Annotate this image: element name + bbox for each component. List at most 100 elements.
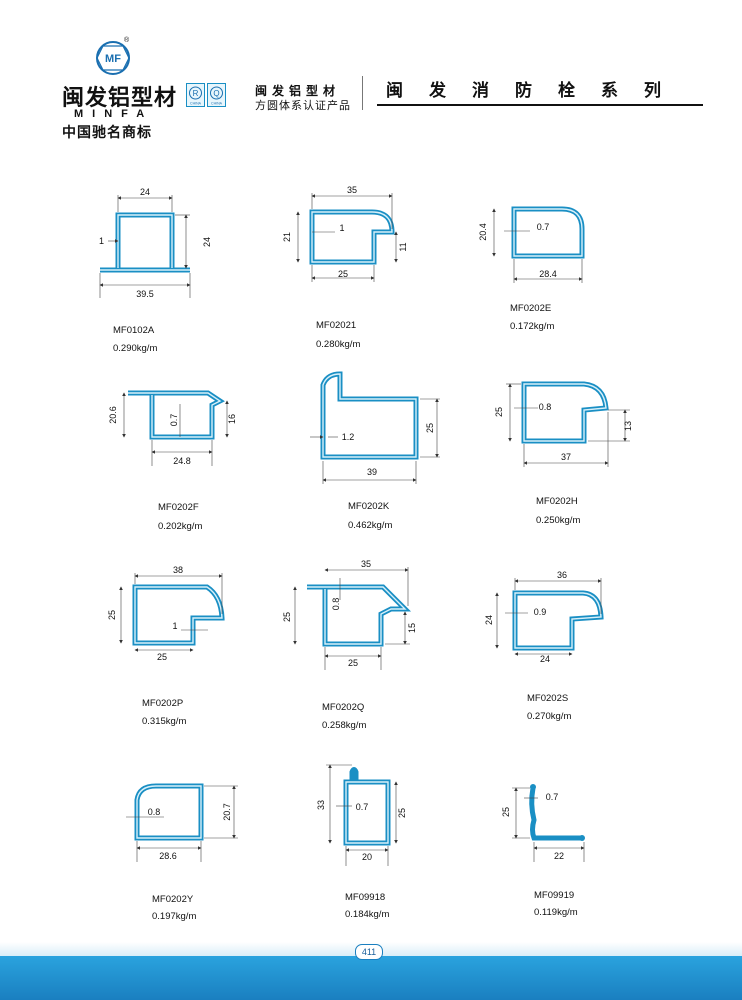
dim-label: 24	[202, 237, 212, 247]
dim-label: 35	[347, 185, 357, 195]
profile-mf0102a: 24 24 1 39.5	[99, 187, 212, 299]
profile-mf0202q: 35 25 0.8 15 25	[282, 559, 417, 670]
brand-name-en: MINFA	[74, 108, 154, 120]
item-weight: 0.197kg/m	[152, 911, 197, 922]
brand-name-cn: 闽发铝型材	[62, 85, 178, 111]
item-code: MF0202Q	[322, 702, 365, 713]
item-code: MF09919	[534, 890, 575, 901]
dim-label: 37	[561, 452, 571, 462]
dim-label: 39.5	[136, 289, 154, 299]
item-weight: 0.270kg/m	[527, 711, 572, 722]
dim-label: 20.6	[108, 406, 118, 424]
profile-mf0202e: 20.4 0.7 28.4	[478, 206, 585, 283]
cert-badge-r-china: CHINA	[190, 102, 202, 106]
dim-label: 13	[623, 421, 633, 431]
registered-mark: ®	[124, 37, 130, 44]
dim-label: 20.7	[222, 803, 232, 821]
dim-label: 28.4	[539, 269, 557, 279]
item-code: MF0202E	[510, 303, 552, 314]
profile-mf09919: 25 0.7 22	[501, 784, 585, 862]
cert-subtitle: 方圆体系认证产品	[255, 100, 351, 112]
cert-badge-q: Q	[213, 89, 219, 98]
dim-label: 1	[339, 223, 344, 233]
dim-label: 25	[282, 612, 292, 622]
item-weight: 0.172kg/m	[510, 321, 555, 332]
page-footer: 411	[0, 942, 742, 1000]
dim-label: 25	[107, 610, 117, 620]
profile-mf0202s: 36 24 0.9 24	[484, 570, 604, 664]
dim-label: 24	[484, 615, 494, 625]
certification-badges-icon: R Q CHINA CHINA	[186, 83, 226, 107]
item-code: MF0202Y	[152, 894, 194, 905]
dim-label: 1.2	[342, 432, 355, 442]
dim-label: 11	[398, 242, 408, 251]
dim-label: 0.9	[534, 607, 547, 617]
item-weight: 0.184kg/m	[345, 909, 390, 920]
profile-mf0202h: 25 0.8 13 37	[494, 381, 633, 467]
profile-mf0202f: 20.6 0.7 16 24.8	[108, 390, 237, 466]
item-code: MF0202F	[158, 502, 199, 513]
profile-mf0202k: 1.2 25 39	[310, 371, 440, 484]
dim-label: 39	[367, 467, 377, 477]
item-code: MF0202K	[348, 501, 390, 512]
dim-label: 25	[494, 407, 504, 417]
dim-label: 20.4	[478, 223, 488, 241]
dim-label: 0.8	[331, 598, 341, 611]
footer-band	[0, 956, 742, 1000]
dim-label: 38	[173, 565, 183, 575]
dim-label: 25	[501, 807, 511, 817]
item-weight: 0.202kg/m	[158, 521, 203, 532]
profile-mf09918: 33 0.7 25 20	[316, 764, 407, 866]
dim-label: 24	[540, 654, 550, 664]
dim-label: 0.7	[537, 222, 550, 232]
dim-label: 20	[362, 852, 372, 862]
dim-label: 0.8	[148, 807, 161, 817]
item-weight: 0.315kg/m	[142, 716, 187, 727]
dim-label: 16	[227, 414, 237, 424]
item-code: MF0202P	[142, 698, 184, 709]
dim-label: 0.7	[356, 802, 369, 812]
dim-label: 0.8	[539, 402, 552, 412]
cert-title: 闽发铝型材	[255, 84, 341, 98]
dim-label: 1	[99, 236, 104, 246]
item-weight: 0.258kg/m	[322, 720, 367, 731]
item-weight: 0.290kg/m	[113, 343, 158, 354]
dim-label: 25	[157, 652, 167, 662]
minfa-logo-icon: MF	[96, 41, 130, 75]
logo-text: MF	[105, 53, 121, 65]
item-code: MF02021	[316, 320, 357, 331]
dim-label: 24	[140, 187, 150, 197]
profile-mf0202y: 0.8 20.7 28.6	[126, 783, 238, 862]
dim-label: 28.6	[159, 851, 177, 861]
series-title: 闽发消防栓系列	[386, 81, 687, 101]
dim-label: 15	[407, 623, 417, 633]
dim-label: 33	[316, 800, 326, 810]
brand-subtitle: 中国驰名商标	[62, 124, 152, 140]
header-divider	[362, 76, 363, 110]
dim-label: 25	[397, 808, 407, 818]
dim-label: 25	[425, 423, 435, 433]
cert-badge-r: R	[193, 89, 199, 98]
item-weight: 0.250kg/m	[536, 515, 581, 526]
item-weight: 0.280kg/m	[316, 339, 361, 350]
dim-label: 22	[554, 851, 564, 861]
item-code: MF0102A	[113, 325, 155, 336]
profile-mf0202p: 38 25 1 25	[107, 565, 225, 662]
item-code: MF0202S	[527, 693, 569, 704]
dim-label: 36	[557, 570, 567, 580]
item-code: MF09918	[345, 892, 386, 903]
item-code: MF0202H	[536, 496, 578, 507]
dim-label: 1	[172, 621, 177, 631]
profile-mf02021: 35 21 1 11 25	[282, 185, 408, 282]
dim-label: 25	[348, 658, 358, 668]
dim-label: 24.8	[173, 456, 191, 466]
dim-label: 25	[338, 269, 348, 279]
dim-label: 0.7	[546, 792, 559, 802]
dim-label: 35	[361, 559, 371, 569]
item-weight: 0.462kg/m	[348, 520, 393, 531]
dim-label: 21	[282, 232, 292, 242]
page-header: MF ® 闽发铝型材 MINFA 中国驰名商标 R Q CHINA CHINA …	[0, 0, 742, 140]
series-underline	[377, 104, 703, 106]
page-number: 411	[355, 944, 383, 960]
profile-drawings: 24 24 1 39.5 35 21 1 11 25 20.4 0.7	[99, 185, 633, 866]
